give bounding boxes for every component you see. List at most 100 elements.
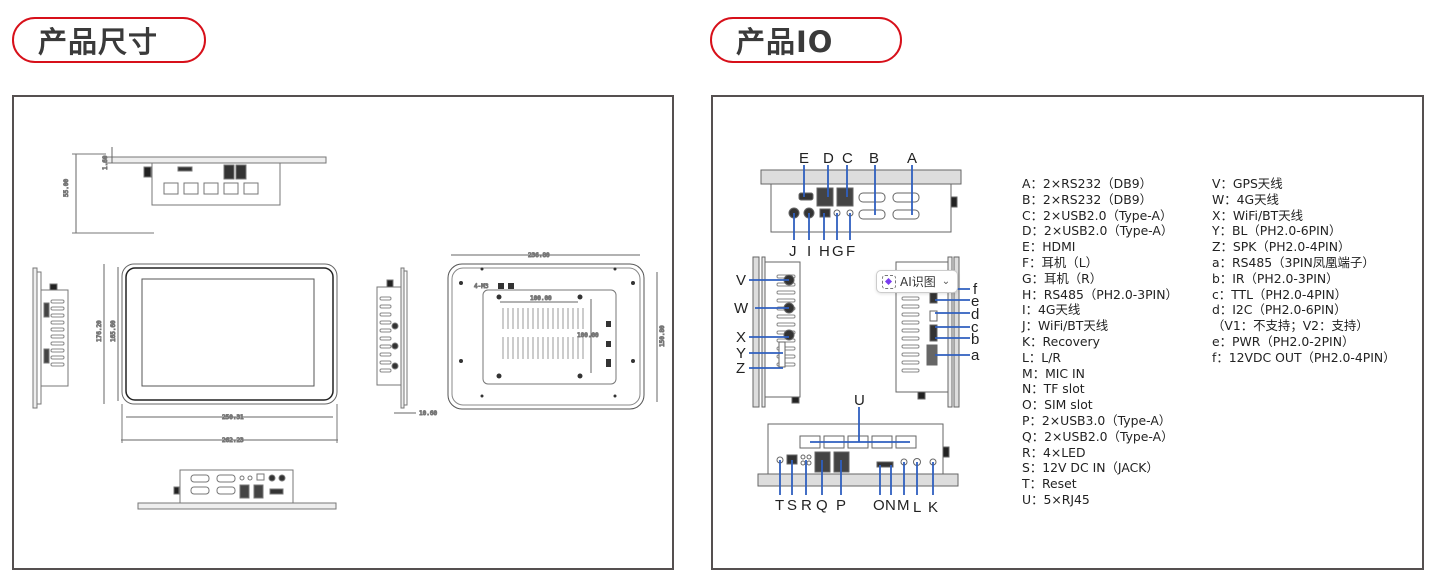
dim-vesa-horizontal: 100.00 bbox=[530, 295, 552, 302]
section-title-text: 产品尺寸 bbox=[38, 25, 159, 59]
legend-item-H: H：RS485（PH2.0-3PIN） bbox=[1022, 286, 1178, 302]
legend-item-M: M：MIC IN bbox=[1022, 365, 1085, 381]
legend-item-G: G：耳机（R） bbox=[1022, 270, 1103, 286]
legend-item-V: V：GPS天线 bbox=[1212, 176, 1283, 191]
left-side-view bbox=[32, 267, 69, 409]
legend-item-Y: Y：BL（PH2.0-6PIN） bbox=[1212, 223, 1342, 239]
legend-item-K: K：Recovery bbox=[1022, 333, 1100, 349]
chevron-down-icon[interactable]: ⌄ bbox=[941, 276, 951, 287]
section-title-product-io: 产品IO bbox=[710, 17, 902, 63]
dim-front-height-inner: 165.60 bbox=[110, 320, 117, 342]
callout-A: A bbox=[907, 150, 917, 167]
callout-X: X bbox=[736, 329, 746, 346]
legend-item-L: L：L/R bbox=[1022, 349, 1061, 365]
callout-T: T bbox=[775, 497, 784, 514]
callout-U: U bbox=[854, 392, 865, 409]
legend-item-A: A：2×RS232（DB9） bbox=[1022, 176, 1152, 191]
io-left-side-view bbox=[752, 256, 801, 408]
io-top-view bbox=[760, 169, 962, 233]
dim-side-depth: 55.00 bbox=[63, 179, 70, 197]
callout-R: R bbox=[801, 497, 812, 514]
legend-item-B: B：2×RS232（DB9） bbox=[1022, 191, 1152, 207]
legend-item-R: R：4×LED bbox=[1022, 444, 1086, 460]
callout-b: b bbox=[971, 331, 979, 348]
legend-item-O: O：SIM slot bbox=[1022, 397, 1093, 413]
legend-item-D: D：2×USB2.0（Type-A） bbox=[1022, 223, 1174, 239]
callout-B: B bbox=[869, 150, 879, 167]
legend-item-N: N：TF slot bbox=[1022, 381, 1085, 397]
legend-item-Q: Q：2×USB2.0（Type-A） bbox=[1022, 428, 1174, 444]
right-side-view bbox=[376, 267, 416, 414]
legend-item-S: S：12V DC IN（JACK） bbox=[1022, 460, 1159, 476]
callout-a: a bbox=[971, 347, 980, 364]
legend-item-f: f：12VDC OUT（PH2.0-4PIN） bbox=[1212, 349, 1396, 365]
callout-P: P bbox=[836, 497, 846, 514]
legend-item-d-note: （V1：不支持；V2：支持） bbox=[1212, 318, 1369, 334]
legend-item-C: C：2×USB2.0（Type-A） bbox=[1022, 207, 1173, 223]
screw-note: 4-M3 bbox=[474, 283, 489, 290]
ai-recognize-button[interactable]: AI识图 ⌄ bbox=[876, 270, 958, 293]
dim-back-width: 236.80 bbox=[528, 252, 550, 259]
dim-vesa-vertical: 100.00 bbox=[577, 332, 599, 339]
legend-item-T: T：Reset bbox=[1022, 476, 1077, 492]
legend-item-d: d：I2C（PH2.0-6PIN） bbox=[1212, 302, 1347, 318]
callout-M: M bbox=[897, 497, 910, 514]
dimension-drawing: 55.00 1.60 bbox=[32, 147, 667, 510]
legend-item-e: e：PWR（PH2.0-2PIN） bbox=[1212, 333, 1355, 349]
callout-N: N bbox=[885, 497, 896, 514]
legend-item-I: I：4G天线 bbox=[1022, 302, 1081, 318]
dim-front-width-outer: 262.23 bbox=[222, 437, 244, 444]
top-side-view bbox=[72, 147, 327, 234]
io-bottom-view bbox=[757, 423, 959, 487]
callout-W: W bbox=[734, 300, 749, 317]
io-drawing-panel: E D C B A J I H G F bbox=[711, 95, 1424, 570]
ai-recognize-label: AI识图 bbox=[900, 275, 936, 289]
section-title-product-size: 产品尺寸 bbox=[12, 17, 206, 63]
callout-S: S bbox=[787, 497, 797, 514]
callout-G: G bbox=[832, 243, 844, 260]
legend-item-b: b：IR（PH2.0-3PIN） bbox=[1212, 270, 1339, 286]
callout-e: e bbox=[971, 293, 979, 310]
legend-item-U: U：5×RJ45 bbox=[1022, 491, 1090, 507]
dim-side-small: 1.60 bbox=[102, 155, 109, 170]
back-view bbox=[447, 254, 658, 410]
callout-H: H bbox=[819, 243, 830, 260]
legend-item-F: F：耳机（L） bbox=[1022, 254, 1098, 270]
dim-back-height: 150.80 bbox=[659, 325, 666, 347]
section-title-text: 产品IO bbox=[736, 25, 834, 59]
callout-Z: Z bbox=[736, 360, 745, 377]
legend-item-E: E：HDMI bbox=[1022, 239, 1076, 255]
callout-I: I bbox=[807, 243, 811, 260]
legend-item-W: W：4G天线 bbox=[1212, 191, 1279, 207]
dim-bezel-depth: 10.60 bbox=[419, 410, 437, 417]
callout-J: J bbox=[789, 243, 797, 260]
callout-V: V bbox=[736, 272, 746, 289]
io-drawing: E D C B A J I H G F bbox=[734, 150, 980, 516]
front-view bbox=[103, 263, 338, 443]
callout-C: C bbox=[842, 150, 853, 167]
callout-f: f bbox=[973, 281, 978, 298]
dim-front-width-inner: 250.31 bbox=[222, 414, 244, 421]
dim-front-height-outer: 176.20 bbox=[96, 320, 103, 342]
dimension-drawing-panel: 55.00 1.60 bbox=[12, 95, 674, 570]
callout-O: O bbox=[873, 497, 885, 514]
callout-D: D bbox=[823, 150, 834, 167]
bottom-side-view bbox=[137, 469, 337, 510]
callout-Y: Y bbox=[736, 345, 746, 362]
callout-Q: Q bbox=[816, 497, 828, 514]
io-left-callout-lines bbox=[749, 279, 789, 369]
io-legend-column-1: A：2×RS232（DB9） B：2×RS232（DB9） C：2×USB2.0… bbox=[1022, 176, 1178, 508]
callout-c: c bbox=[971, 319, 979, 336]
io-legend-column-2: V：GPS天线 W：4G天线 X：WiFi/BT天线 Y：BL（PH2.0-6P… bbox=[1212, 176, 1396, 366]
callout-K: K bbox=[928, 499, 938, 516]
callout-d: d bbox=[971, 306, 979, 323]
legend-item-J: J：WiFi/BT天线 bbox=[1022, 318, 1109, 334]
legend-item-a: a：RS485（3PIN凤凰端子） bbox=[1212, 254, 1375, 270]
legend-item-c: c：TTL（PH2.0-4PIN） bbox=[1212, 286, 1348, 302]
io-bottom-callout-lines bbox=[779, 407, 934, 495]
io-top-callout-lines bbox=[793, 165, 913, 240]
callout-F: F bbox=[846, 243, 855, 260]
legend-item-P: P：2×USB3.0（Type-A） bbox=[1022, 412, 1172, 428]
legend-item-X: X：WiFi/BT天线 bbox=[1212, 207, 1303, 223]
io-right-callout-lines bbox=[935, 288, 970, 356]
